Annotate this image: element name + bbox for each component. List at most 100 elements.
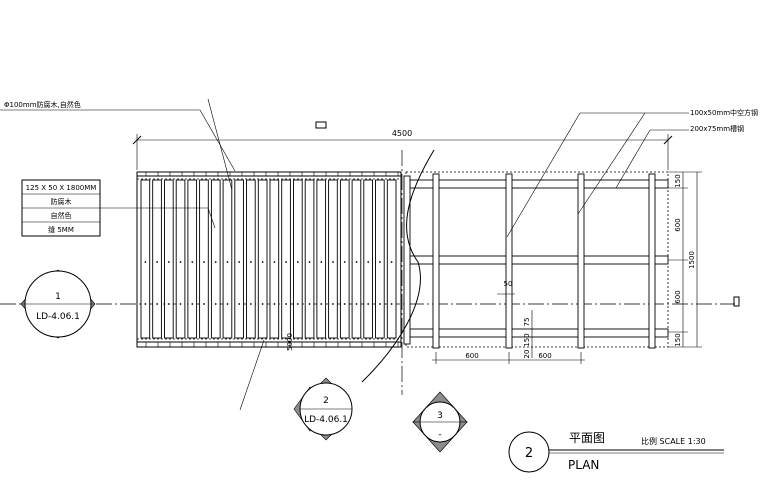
- deck-board: [175, 179, 186, 339]
- steel-frame: [403, 171, 669, 349]
- deck-board: [281, 179, 291, 339]
- dim-150-bottom: 150: [674, 333, 682, 346]
- dim-bay-600-a: 600: [465, 352, 478, 360]
- dim-gap-50: 50: [504, 280, 513, 288]
- deck-board: [304, 179, 315, 339]
- screw-dot: [226, 261, 229, 263]
- dim-5000: 5000: [286, 333, 294, 351]
- joist-3: [577, 173, 585, 349]
- screw-dot: [367, 303, 370, 305]
- screw-dot: [226, 303, 229, 305]
- dim-1500: 1500: [688, 251, 696, 269]
- deck-board: [328, 179, 338, 339]
- deck-board: [140, 179, 151, 339]
- beam-top: [409, 179, 669, 189]
- screw-dot: [273, 261, 276, 263]
- screw-dot: [343, 261, 346, 263]
- spec-table: 125 X 50 X 1800MM 防腐木 自然色 缝 5MM: [21, 179, 101, 237]
- bay-dimensions: 600 600 50 75 150 20 5000: [286, 280, 585, 364]
- deck-board: [386, 179, 397, 339]
- deck-board: [339, 179, 350, 339]
- title-number: 2: [525, 446, 533, 461]
- callout-3-number: 3: [437, 411, 443, 421]
- screw-dot: [203, 303, 205, 305]
- screw-dot: [332, 261, 334, 263]
- leader-lines: [0, 98, 689, 411]
- dim-bay-600-b: 600: [538, 352, 551, 360]
- dim-150-top: 150: [674, 174, 682, 187]
- screw-dot: [167, 261, 170, 263]
- screw-dot: [296, 303, 299, 305]
- screw-dot: [238, 261, 241, 263]
- screw-dot: [355, 261, 358, 263]
- overall-length-dimension: 4500: [132, 129, 673, 170]
- screw-dot: [379, 303, 381, 305]
- dim-75: 75: [523, 318, 531, 327]
- screw-dot: [390, 303, 393, 305]
- screw-dot: [191, 303, 194, 305]
- north-marker: [315, 121, 327, 129]
- screw-dot: [250, 303, 252, 305]
- section-callout-3: 3 -: [412, 391, 468, 453]
- title-block: 2 平面图 PLAN 比例 SCALE 1:30: [508, 431, 724, 473]
- deck-board-area: [136, 171, 402, 348]
- deck-board: [269, 179, 280, 339]
- section-callout-2: 2 LD-4.06.1: [293, 377, 353, 441]
- screw-dot: [390, 261, 393, 263]
- callout-3-sheet: -: [438, 430, 441, 440]
- overall-length-text: 4500: [392, 129, 412, 138]
- beam-middle: [409, 255, 669, 265]
- break-line: [361, 149, 435, 383]
- dim-20: 20: [523, 350, 531, 359]
- beam-bottom: [409, 328, 669, 338]
- title-en: PLAN: [568, 458, 599, 472]
- dim-150: 150: [523, 333, 531, 346]
- screw-dot: [144, 303, 147, 305]
- rail-spec-note: Φ100mm防腐木,自然色: [4, 100, 81, 109]
- end-post: [403, 175, 411, 345]
- deck-board: [187, 179, 198, 339]
- screw-dot: [156, 303, 159, 305]
- screw-dot: [343, 303, 346, 305]
- dim-600-a: 600: [674, 218, 682, 231]
- screw-dot: [167, 303, 170, 305]
- screw-dot: [261, 303, 264, 305]
- deck-board: [152, 179, 162, 339]
- joist-1: [432, 173, 440, 349]
- callout-1-sheet: LD-4.06.1: [36, 312, 80, 322]
- deck-board: [316, 179, 327, 339]
- deck-board: [351, 179, 362, 339]
- screw-dot: [308, 261, 311, 263]
- callout-1-number: 1: [55, 292, 61, 302]
- screw-dot: [261, 261, 264, 263]
- dim-600-b: 600: [674, 290, 682, 303]
- screw-dot: [308, 303, 311, 305]
- screw-dot: [179, 261, 182, 263]
- centerline-end-marker: [733, 296, 740, 307]
- deck-board: [210, 179, 221, 339]
- callout-2-number: 2: [323, 396, 329, 406]
- screw-dot: [250, 261, 252, 263]
- deck-board: [363, 179, 373, 339]
- screw-dot: [214, 261, 217, 263]
- deck-board: [293, 179, 303, 339]
- screw-dot: [296, 261, 299, 263]
- screw-dot: [320, 303, 323, 305]
- joist-4: [648, 173, 656, 349]
- spec-row-material: 防腐木: [51, 197, 72, 206]
- screw-dot: [355, 303, 358, 305]
- joist-spec-note: 100x50mm中空方钢: [690, 108, 758, 117]
- screw-dot: [320, 261, 323, 263]
- deck-board: [375, 179, 385, 339]
- screw-dot: [379, 261, 381, 263]
- deck-board: [234, 179, 244, 339]
- width-dimensions: 150 600 600 150 1500: [668, 171, 702, 348]
- deck-board: [246, 179, 256, 339]
- deck-boards: [140, 172, 399, 347]
- title-cn: 平面图: [569, 431, 605, 445]
- screw-dot: [156, 261, 159, 263]
- section-callout-1: 1 LD-4.06.1: [20, 269, 96, 339]
- screw-dot: [191, 261, 194, 263]
- screw-dot: [203, 261, 205, 263]
